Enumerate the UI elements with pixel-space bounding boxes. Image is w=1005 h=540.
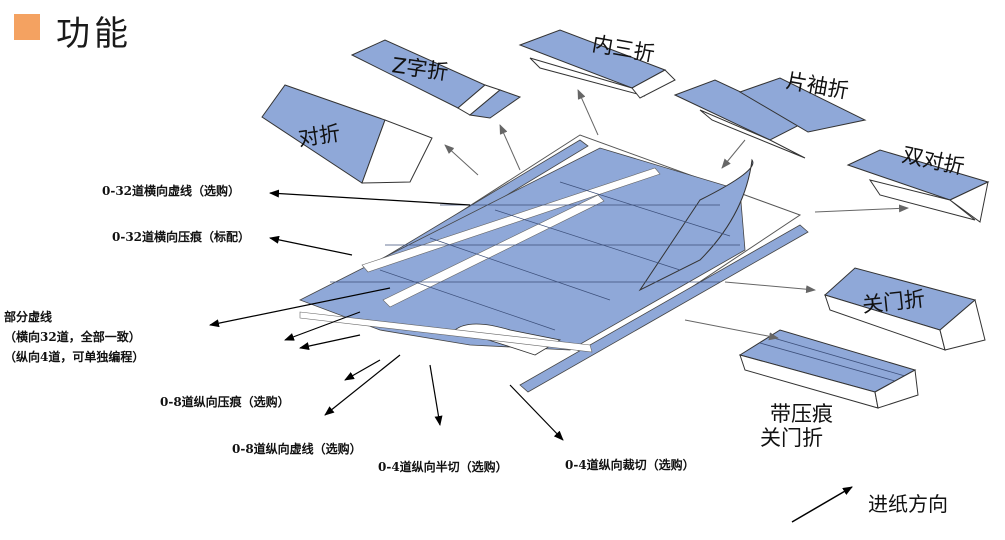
partial-perforation-cross: （横向32道，全部一致）	[4, 330, 141, 344]
bottom-slit-strip	[519, 224, 809, 393]
feed-direction-arrow	[791, 486, 853, 523]
creased-gate-fold-figure	[738, 329, 919, 409]
cross-perforation-label: 0-32道横向虚线（选购）	[102, 184, 241, 198]
page-title: 功能	[56, 14, 132, 54]
half-fold-figure	[261, 84, 433, 184]
main-sheet	[299, 147, 746, 351]
double-parallel-fold-figure	[846, 149, 990, 223]
long-half-cut-label: 0-4道纵向半切（选购）	[378, 460, 508, 474]
crease-lines	[330, 181, 740, 331]
perforation-bar-3	[299, 311, 593, 353]
half-fold-label: 对折	[296, 121, 342, 151]
long-slit-label: 0-4道纵向裁切（选购）	[565, 458, 695, 472]
header-bullet	[14, 14, 40, 40]
single-sleeve-fold-figure	[673, 77, 867, 159]
long-crease-label: 0-8道纵向压痕（选购）	[160, 395, 290, 409]
central-sheet	[299, 134, 809, 393]
inner-triple-fold-figure	[518, 29, 676, 99]
creased-gate-fold-label-2: 关门折	[760, 426, 823, 450]
long-perforation-label: 0-8道纵向虚线（选购）	[232, 442, 362, 456]
perforation-bar-2	[382, 194, 605, 308]
perforation-bar-1	[361, 167, 661, 273]
callout-arrows	[209, 189, 564, 441]
feed-direction-label: 进纸方向	[868, 492, 948, 516]
z-fold-figure	[350, 39, 522, 119]
cross-crease-label: 0-32道横向压痕（标配）	[112, 230, 251, 244]
partial-perforation-long: （纵向4道，可单独编程）	[4, 350, 145, 364]
partial-perforation-title: 部分虚线	[4, 310, 53, 324]
gate-fold-figure	[824, 267, 986, 351]
fold-arrows	[444, 89, 909, 341]
creased-gate-fold-label-1: 带压痕	[770, 402, 833, 426]
